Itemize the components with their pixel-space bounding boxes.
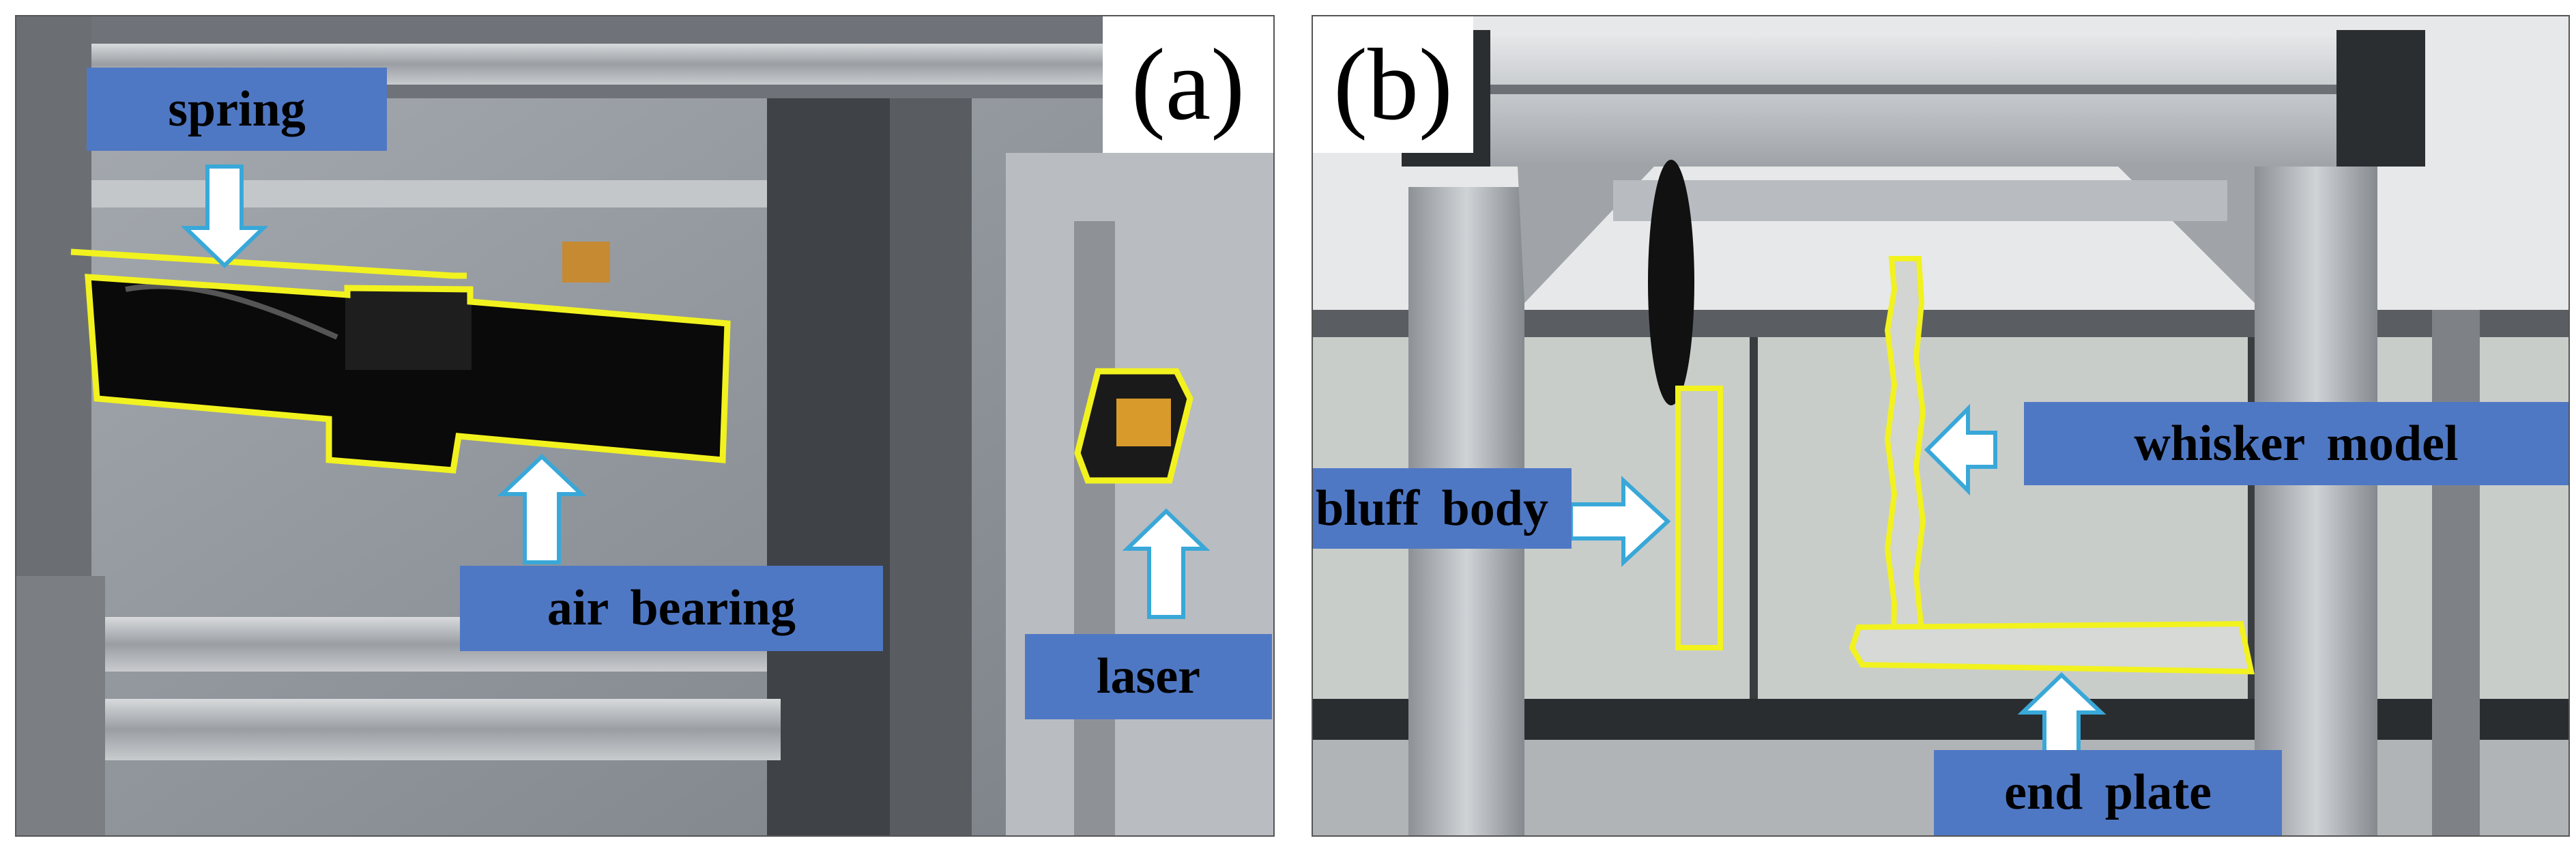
center-post — [890, 98, 972, 835]
carriage — [1613, 180, 2227, 221]
panel-b-photo: (b) bluff body whisker model end plate — [1312, 15, 2570, 837]
whisker-model-outline — [1884, 256, 1926, 657]
bluff-body-label-text: bluff body — [1316, 480, 1548, 536]
spring-label: spring — [87, 68, 387, 151]
panel-a-tag: (a) — [1103, 16, 1273, 153]
laser-warning-label — [1116, 399, 1171, 446]
laser-outline — [1074, 368, 1193, 484]
panel-b-tag: (b) — [1313, 16, 1473, 153]
spring-outline — [70, 248, 467, 279]
spring-arrow-icon — [180, 164, 269, 269]
bluff-body-arrow-icon — [1569, 476, 1671, 567]
whisker-model-arrow-icon — [1924, 403, 1997, 496]
air-bearing-label: air bearing — [460, 566, 883, 651]
whisker-model-label: whisker model — [2024, 402, 2568, 485]
air-bearing-body — [88, 277, 727, 470]
top-beam-groove — [1449, 85, 2377, 94]
bluff-body-outline — [1675, 386, 1723, 650]
right-rod — [1074, 221, 1115, 835]
air-bearing-label-text: air bearing — [547, 580, 796, 636]
lower-rail-2 — [98, 699, 781, 760]
air-bearing-outline — [85, 274, 731, 474]
bluff-body-label: bluff body — [1313, 468, 1572, 549]
end-plate-outline — [1849, 620, 2255, 675]
laser-arrow-icon — [1122, 508, 1211, 619]
center-post-dark — [767, 98, 890, 835]
right-structure — [1006, 153, 1273, 835]
spring-label-text: spring — [168, 81, 306, 137]
cable — [125, 283, 338, 340]
bearing-mount — [345, 288, 472, 370]
panel-a-photo: (a) spring air bearing laser — [15, 15, 1275, 837]
end-plate-label-text: end plate — [2004, 764, 2212, 820]
top-beam — [1449, 37, 2377, 167]
end-plate-label: end plate — [1934, 750, 2282, 835]
laser-label-text: laser — [1096, 648, 1201, 704]
orange-block — [562, 242, 610, 283]
far-right-post — [2432, 310, 2480, 835]
tank-divider-1 — [1750, 337, 1758, 699]
upper-rail — [16, 180, 869, 207]
whisker-model-label-text: whisker model — [2134, 415, 2459, 472]
laser-label: laser — [1025, 634, 1272, 719]
black-disc — [1648, 160, 1694, 405]
panel-a-scene — [16, 16, 1273, 835]
bluff-body — [1678, 388, 1720, 648]
bottom-left-block — [16, 576, 105, 835]
right-corner-bracket — [2336, 30, 2425, 167]
air-bearing-arrow-icon — [497, 453, 587, 564]
